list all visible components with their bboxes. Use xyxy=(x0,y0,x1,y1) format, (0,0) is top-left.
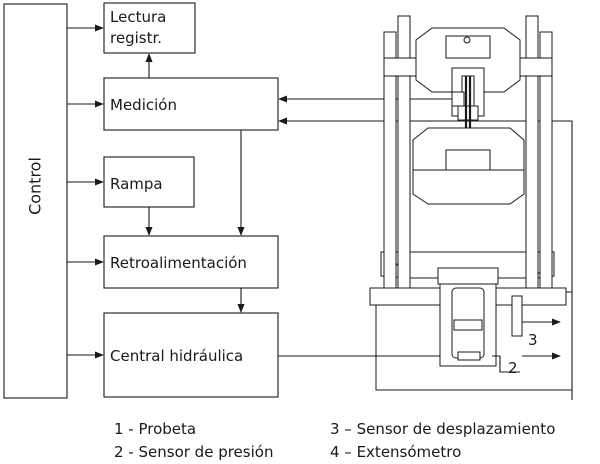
rampa-label: Rampa xyxy=(110,175,163,193)
central-label: Central hidráulica xyxy=(110,347,243,365)
legend-item-3: 3 – Sensor de desplazamiento xyxy=(330,420,555,438)
callout-2: 2 xyxy=(508,359,518,377)
top-crosshead-bolt xyxy=(463,36,471,44)
legend-item-4: 4 – Extensómetro xyxy=(330,443,461,461)
line-presion-stub xyxy=(492,355,520,373)
extensometro xyxy=(451,91,465,107)
control-output-arrows xyxy=(67,24,104,359)
control-box xyxy=(3,3,68,399)
top-crosshead xyxy=(415,27,521,93)
rampa-box xyxy=(103,156,195,208)
lower-grip xyxy=(445,149,491,171)
column-left-inner xyxy=(397,15,411,289)
legend-item-1: 1 - Probeta xyxy=(114,420,196,438)
medicion-label: Medición xyxy=(110,96,177,114)
column-left-outer xyxy=(383,31,397,289)
column-right-inner xyxy=(525,15,539,289)
retroalimentacion-label: Retroalimentación xyxy=(110,254,247,272)
column-right-outer xyxy=(539,31,553,289)
lectura-label-line1: Lectura xyxy=(110,8,166,26)
extensometro-clip xyxy=(457,105,479,121)
sensor-desplazamiento xyxy=(511,295,523,337)
testing-machine: 3 2 xyxy=(369,15,573,391)
piston-base xyxy=(457,351,481,361)
lectura-registro-box xyxy=(103,2,196,54)
lectura-label-line2: registr. xyxy=(110,29,162,47)
callout-3: 3 xyxy=(528,331,538,349)
control-label: Control xyxy=(26,157,45,215)
medicion-box xyxy=(103,77,279,131)
retroalimentacion-box xyxy=(103,235,279,289)
legend: 1 - Probeta 2 - Sensor de presión 3 – Se… xyxy=(114,420,555,461)
piston-ring xyxy=(453,319,483,331)
cylinder-cap xyxy=(437,267,499,285)
top-crosshead-window xyxy=(445,35,491,59)
legend-item-2: 2 - Sensor de presión xyxy=(114,443,273,461)
central-hidraulica-box xyxy=(103,312,279,398)
